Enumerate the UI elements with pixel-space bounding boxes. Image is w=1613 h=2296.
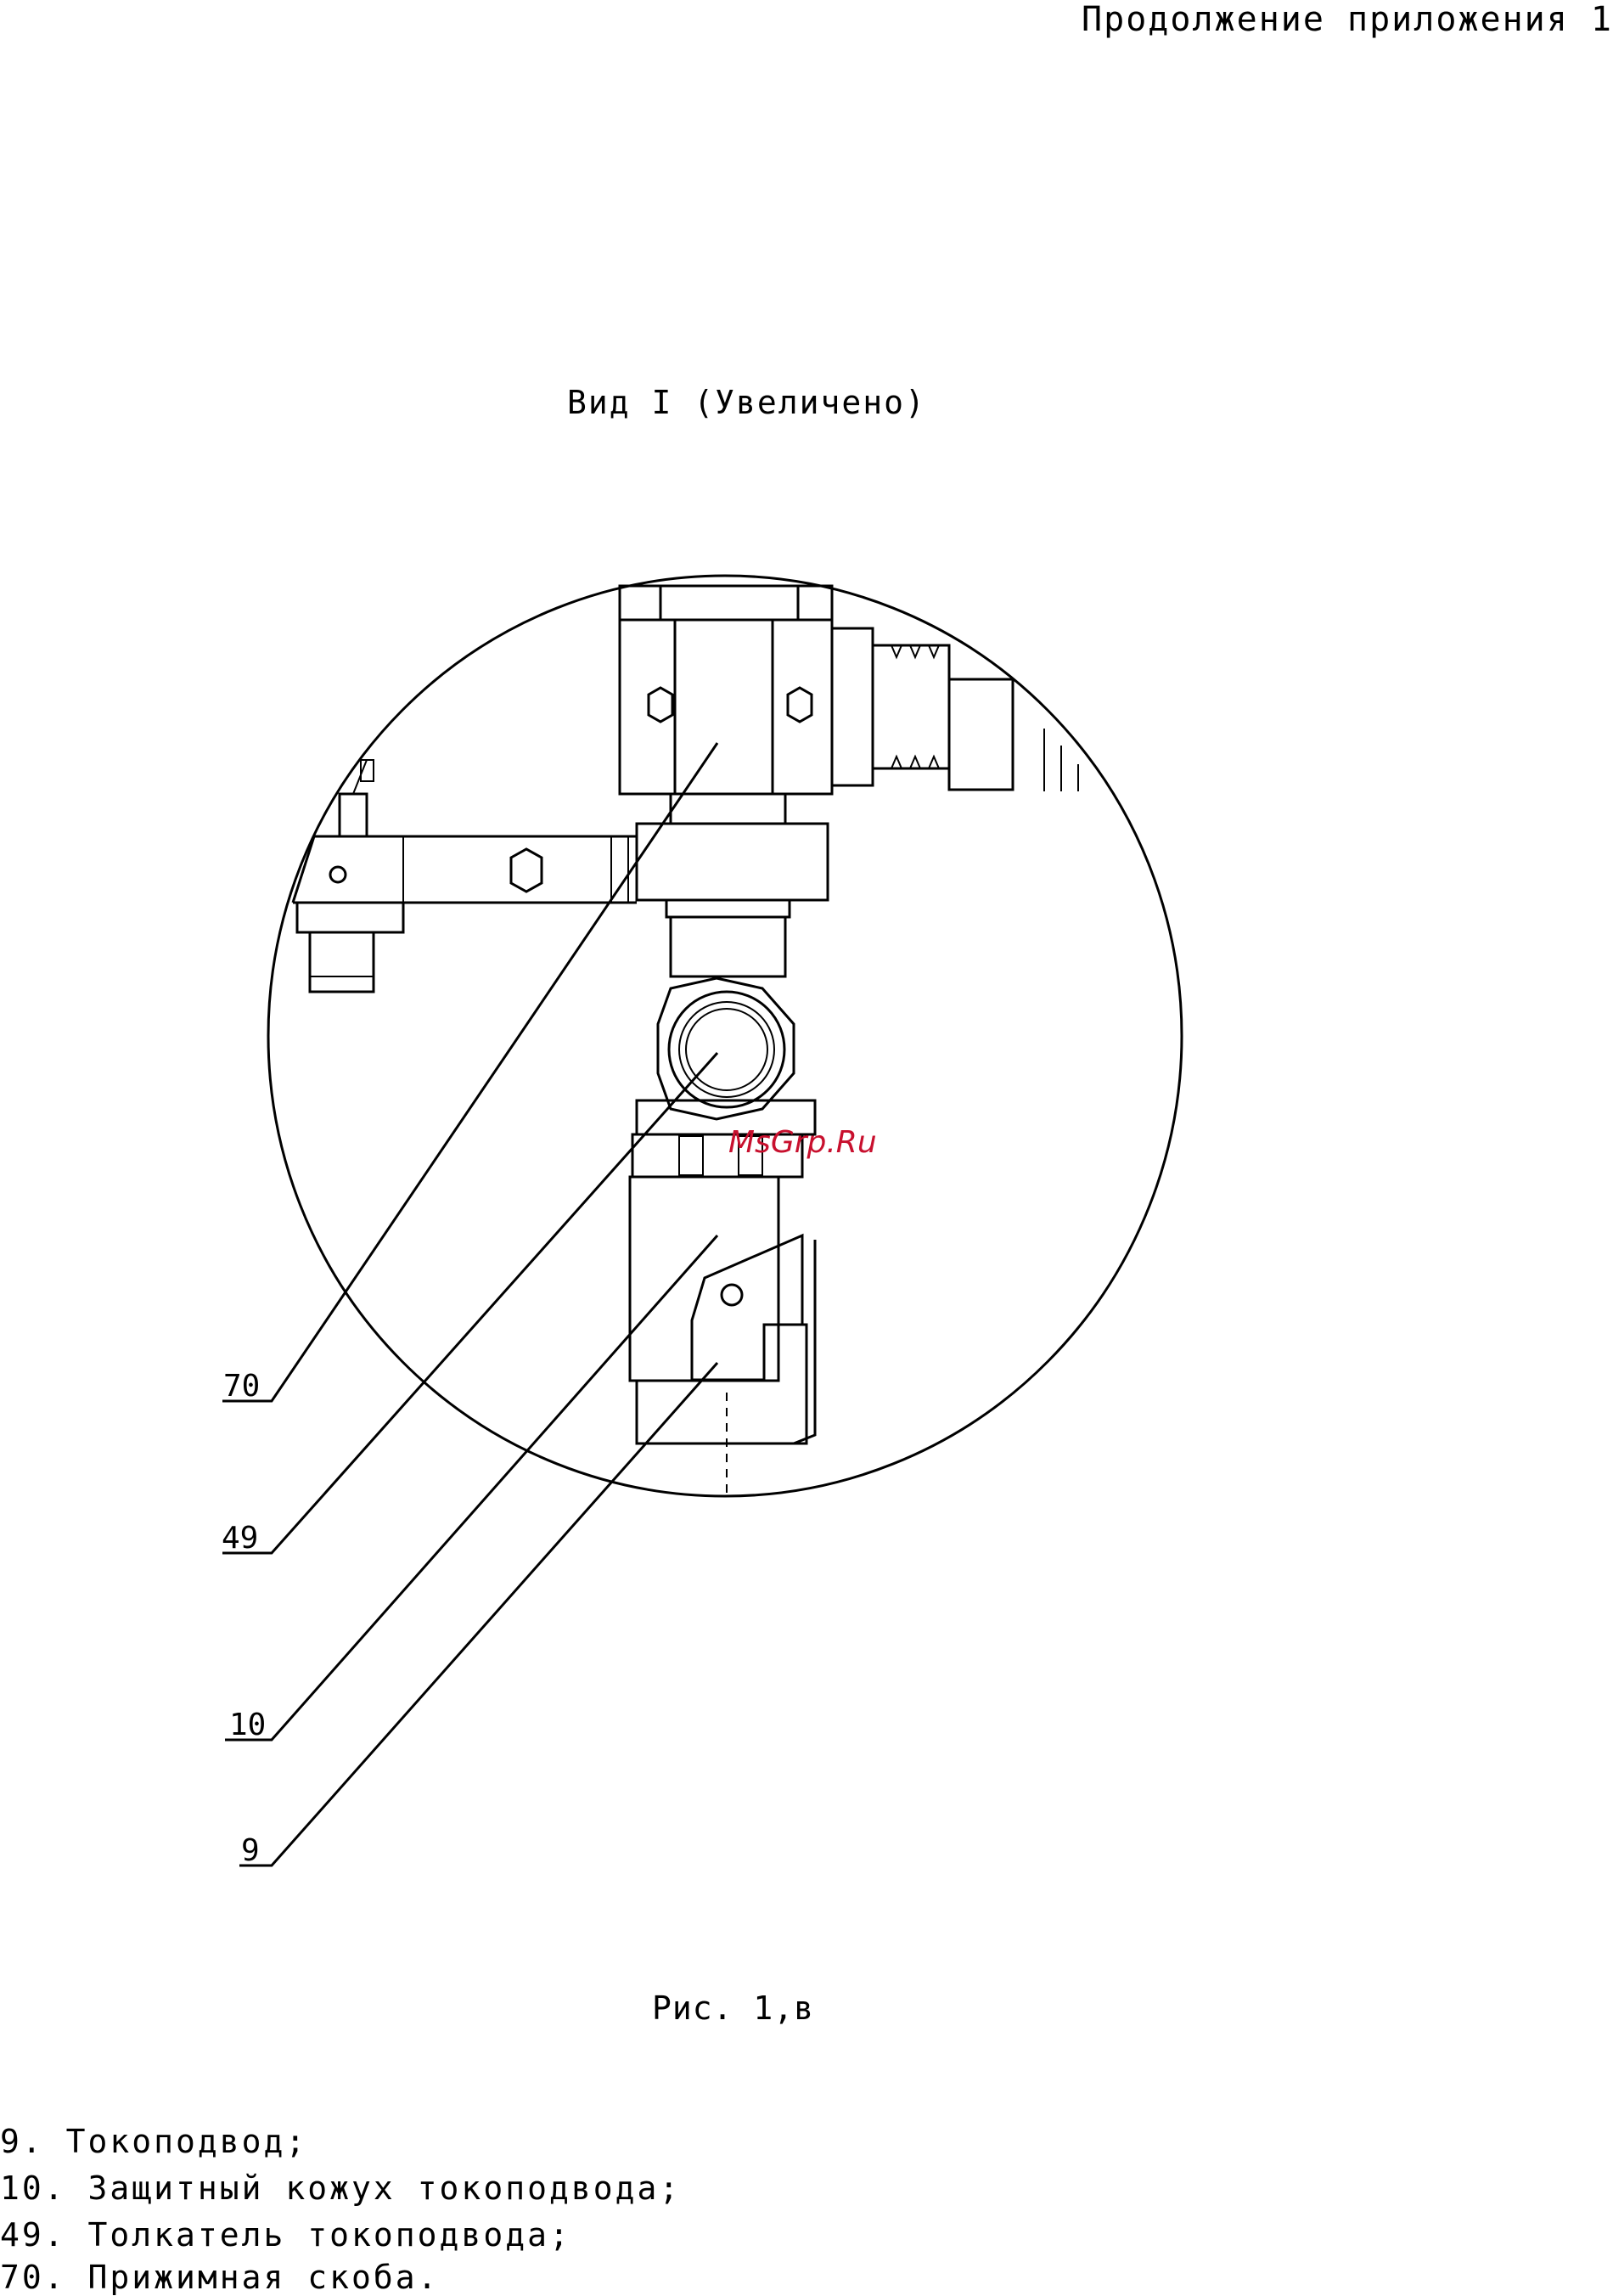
clamp-bolt-icon — [511, 849, 542, 892]
legend-item: 9. Токоподвод; — [0, 2123, 307, 2160]
callout-label-70: 70 — [223, 1369, 260, 1404]
legend-item: 49. Толкатель токоподвода; — [0, 2216, 571, 2254]
bolt-left-icon — [649, 688, 672, 722]
legend-item: 10. Защитный кожух токоподвода; — [0, 2169, 681, 2207]
legend-item: 70. Прижимная скоба. — [0, 2259, 440, 2296]
callout-label-9: 9 — [241, 1833, 260, 1868]
bolt-right-icon — [788, 688, 812, 722]
watermark: MsGrp.Ru — [728, 1125, 877, 1160]
callout-label-49: 49 — [222, 1521, 258, 1556]
clamp-arm — [293, 760, 637, 992]
callout-label-10: 10 — [229, 1708, 266, 1742]
view-circle — [268, 576, 1182, 1496]
figure-caption: Рис. 1,в — [652, 1989, 814, 2027]
current-lead-housing — [630, 1100, 815, 1499]
upper-block — [620, 586, 1078, 794]
